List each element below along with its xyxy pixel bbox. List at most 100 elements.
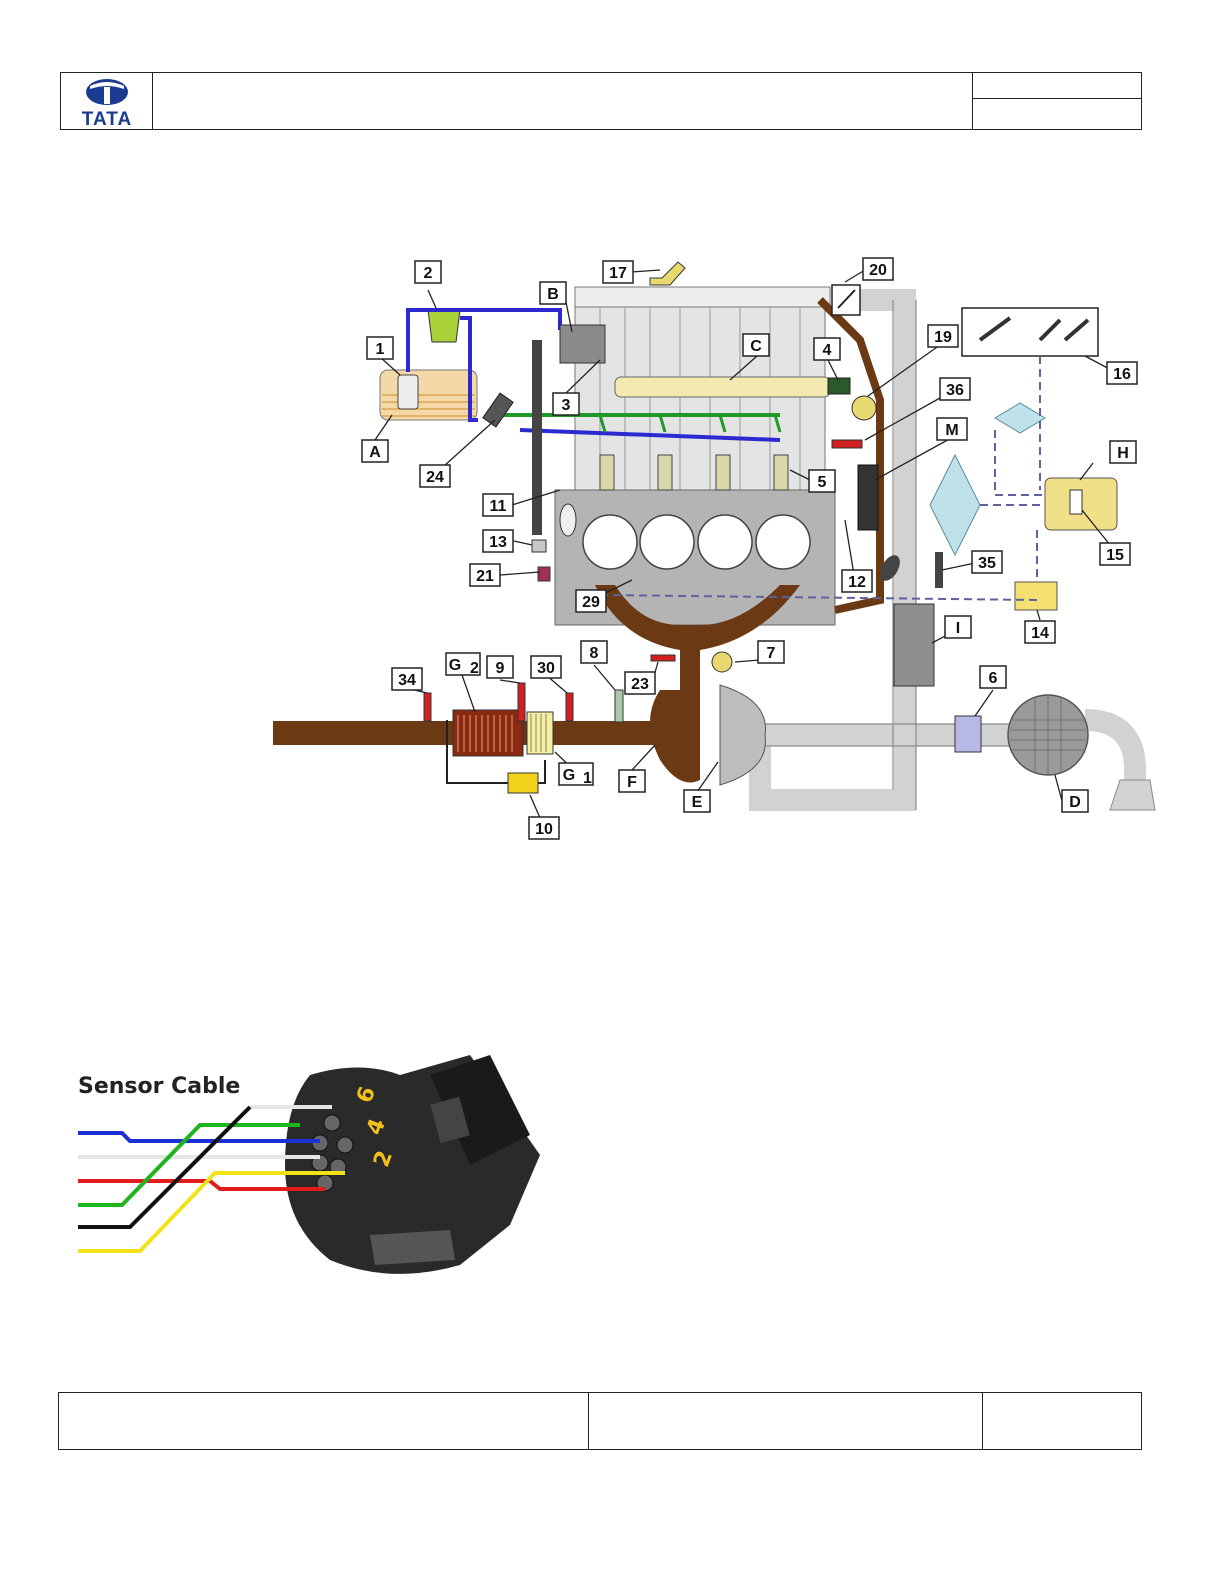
signal-wires xyxy=(599,356,1045,601)
svg-text:2: 2 xyxy=(470,660,479,677)
exhaust-manifold xyxy=(595,585,800,720)
svg-text:8: 8 xyxy=(590,645,599,662)
sensor-connector-illustration: 6 4 2 xyxy=(78,1055,540,1274)
svg-text:17: 17 xyxy=(609,265,627,282)
svg-text:H: H xyxy=(1117,445,1129,462)
label-9: 9 xyxy=(486,655,514,679)
svg-text:29: 29 xyxy=(582,594,600,611)
label-29: 29 xyxy=(575,589,607,613)
label-20: 20 xyxy=(862,257,894,281)
cam-sensor xyxy=(559,503,577,537)
label-3: 3 xyxy=(552,392,580,416)
svg-text:D: D xyxy=(1069,794,1081,811)
label-4: 4 xyxy=(813,337,841,361)
svg-text:21: 21 xyxy=(476,568,494,585)
svg-text:24: 24 xyxy=(426,469,444,486)
footer-middle-cell xyxy=(588,1392,983,1450)
label-C: C xyxy=(742,333,770,357)
label-D: D xyxy=(1061,789,1089,813)
label-13: 13 xyxy=(482,529,514,553)
sensor-wires xyxy=(78,1105,345,1253)
svg-text:1: 1 xyxy=(583,770,592,787)
cylinders xyxy=(582,514,811,570)
diff-pressure-sensor xyxy=(507,772,539,794)
label-A: A xyxy=(361,439,389,463)
tata-logo: TATA xyxy=(82,79,132,130)
svg-text:16: 16 xyxy=(1113,366,1131,383)
label-35: 35 xyxy=(971,550,1003,574)
svg-text:3: 3 xyxy=(562,397,571,414)
svg-text:13: 13 xyxy=(489,534,507,551)
boost-actuator xyxy=(711,651,733,673)
label-36: 36 xyxy=(939,377,971,401)
throttle-35 xyxy=(935,552,943,588)
label-16: 16 xyxy=(1106,361,1138,385)
label-23: 23 xyxy=(624,671,656,695)
wire-yellow xyxy=(78,1171,345,1253)
svg-text:E: E xyxy=(692,794,703,811)
fuel-supply-lines xyxy=(406,308,781,442)
rail-pressure-sensor xyxy=(827,377,851,395)
common-rail xyxy=(614,376,831,398)
tata-logo-text: TATA xyxy=(82,109,132,130)
svg-text:7: 7 xyxy=(767,645,776,662)
leader-lines xyxy=(374,269,1116,828)
injectors xyxy=(599,454,789,491)
svg-text:36: 36 xyxy=(946,382,964,399)
label-21: 21 xyxy=(469,563,501,587)
air-mass-sensor xyxy=(954,715,982,753)
egr-cooler xyxy=(857,464,879,531)
indicator-diamond-small xyxy=(994,402,1046,434)
label-1: 1 xyxy=(366,336,394,360)
svg-text:F: F xyxy=(627,774,637,791)
label-19: 19 xyxy=(927,324,959,348)
oil-filler xyxy=(649,261,686,286)
header-right-cell-bottom xyxy=(972,98,1142,130)
intercooler xyxy=(893,603,935,687)
label-12: 12 xyxy=(841,569,873,593)
high-pressure-pump xyxy=(559,324,606,364)
label-7: 7 xyxy=(757,640,785,664)
svg-text:11: 11 xyxy=(490,498,507,515)
label-17: 17 xyxy=(602,260,634,284)
engine-top-rail xyxy=(574,286,831,308)
label-15: 15 xyxy=(1099,542,1131,566)
label-30: 30 xyxy=(530,655,562,679)
svg-text:6: 6 xyxy=(989,670,998,687)
label-F: F xyxy=(618,769,646,793)
egr-flap xyxy=(880,555,900,581)
label-I: I xyxy=(944,615,972,639)
wire-black xyxy=(78,1105,252,1229)
glow-relay xyxy=(1014,581,1058,611)
header-logo-cell xyxy=(60,72,153,130)
svg-text:15: 15 xyxy=(1106,547,1124,564)
sensor-cable-title: Sensor Cable xyxy=(78,1074,241,1099)
svg-text:G: G xyxy=(563,767,575,784)
fuel-filter xyxy=(427,309,461,343)
svg-text:A: A xyxy=(369,444,381,461)
indicator-diamond-large xyxy=(929,453,981,557)
crank-sensor-21 xyxy=(537,566,551,582)
label-10: 10 xyxy=(528,816,560,840)
svg-text:23: 23 xyxy=(631,676,649,693)
label-2: 2 xyxy=(414,260,442,284)
svg-text:5: 5 xyxy=(818,474,827,491)
svg-text:4: 4 xyxy=(823,342,832,359)
label-11: 11 xyxy=(482,493,514,517)
turbo-compressor xyxy=(719,684,766,786)
label-6: 6 xyxy=(979,665,1007,689)
svg-text:34: 34 xyxy=(398,672,416,689)
intake-horn xyxy=(1109,779,1156,811)
wire-blue xyxy=(78,1131,320,1143)
wire-green xyxy=(78,1123,300,1207)
lambda-sensor xyxy=(614,689,624,723)
pedal-box xyxy=(961,307,1099,357)
svg-text:10: 10 xyxy=(535,821,553,838)
svg-text:30: 30 xyxy=(537,660,555,677)
coolant-temp-sensor xyxy=(531,539,547,553)
label-5: 5 xyxy=(808,469,836,493)
svg-text:C: C xyxy=(750,338,762,355)
